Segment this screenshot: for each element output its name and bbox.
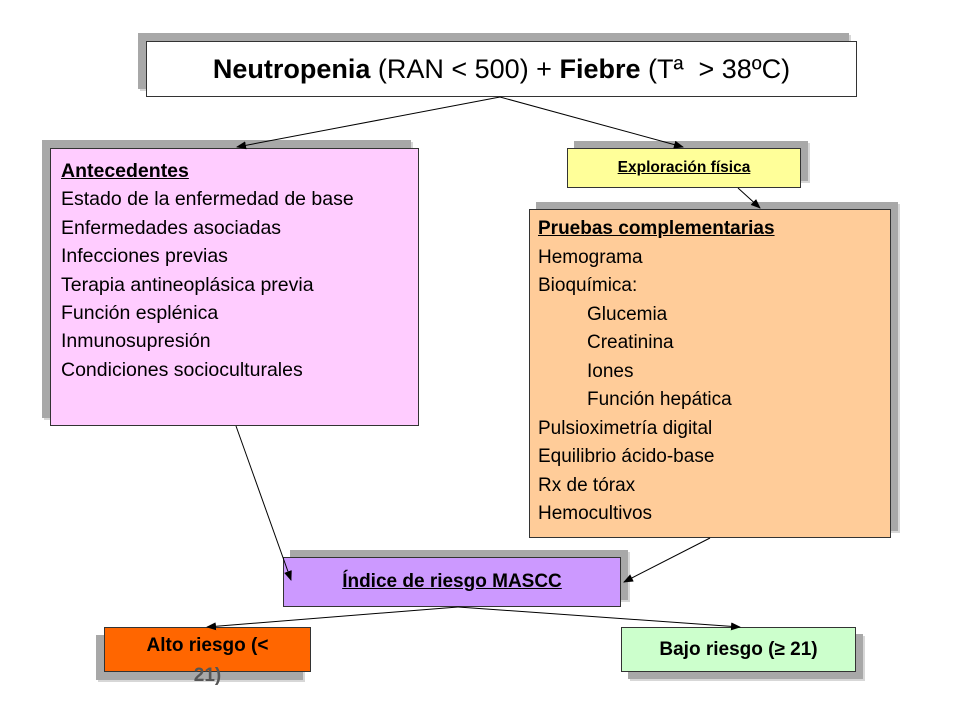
alto-riesgo-label-line1: Alto riesgo (<: [146, 635, 269, 656]
antecedentes-item: Función esplénica: [61, 302, 219, 325]
antecedentes-item: Terapia antineoplásica previa: [61, 273, 314, 296]
pruebas-subitem: Glucemia: [587, 303, 668, 325]
title-term-neutropenia: Neutropenia: [212, 53, 371, 84]
pruebas-subitem: Iones: [587, 360, 634, 382]
pruebas-header: Pruebas complementarias: [538, 218, 775, 239]
exploracion-box: Exploración física: [567, 148, 801, 188]
exploracion-label: Exploración física: [617, 159, 751, 176]
alto-riesgo-box: Alto riesgo (< 21): [104, 627, 311, 686]
antecedentes-item: Estado de la enfermedad de base: [61, 188, 354, 211]
pruebas-item: Pulsioximetría digital: [538, 417, 713, 439]
pruebas-subitem: Creatinina: [587, 332, 674, 353]
arrow-mascc-to-alto: [206, 606, 459, 631]
title-term-fiebre-detail: (Tª > 38ºC): [640, 53, 791, 84]
antecedentes-item: Infecciones previas: [61, 245, 228, 268]
antecedentes-item: Inmunosupresión: [61, 330, 211, 353]
title-term-neutropenia-detail: (RAN < 500) +: [370, 53, 560, 84]
title-box: Neutropenia (RAN < 500) + Fiebre (Tª > 3…: [146, 41, 857, 97]
pruebas-item: Hemocultivos: [538, 503, 653, 524]
bajo-riesgo-box: Bajo riesgo (≥ 21): [621, 627, 856, 672]
alto-riesgo-label-line2: 21): [193, 665, 222, 686]
arrow-mascc-to-bajo: [457, 606, 741, 631]
arrow-pruebas-to-mascc: [623, 537, 711, 583]
pruebas-subitem: Función hepática: [587, 389, 732, 410]
bajo-riesgo-label: Bajo riesgo (≥ 21): [659, 638, 818, 660]
antecedentes-item: Enfermedades asociadas: [61, 216, 282, 239]
mascc-box: Índice de riesgo MASCC: [283, 557, 621, 607]
antecedentes-item: Condiciones socioculturales: [61, 358, 303, 381]
pruebas-item: Bioquímica:: [538, 275, 638, 296]
mascc-label: Índice de riesgo MASCC: [342, 571, 562, 592]
title-term-fiebre: Fiebre: [559, 53, 641, 84]
pruebas-item: Equilibrio ácido-base: [538, 446, 715, 467]
pruebas-item: Rx de tórax: [538, 474, 636, 496]
pruebas-box: Pruebas complementarias Hemograma Bioquí…: [529, 209, 891, 538]
antecedentes-box: Antecedentes Estado de la enfermedad de …: [50, 148, 419, 426]
antecedentes-header: Antecedentes: [61, 160, 189, 182]
arrow-title-to-exploracion: [499, 96, 684, 149]
pruebas-item: Hemograma: [538, 246, 643, 268]
